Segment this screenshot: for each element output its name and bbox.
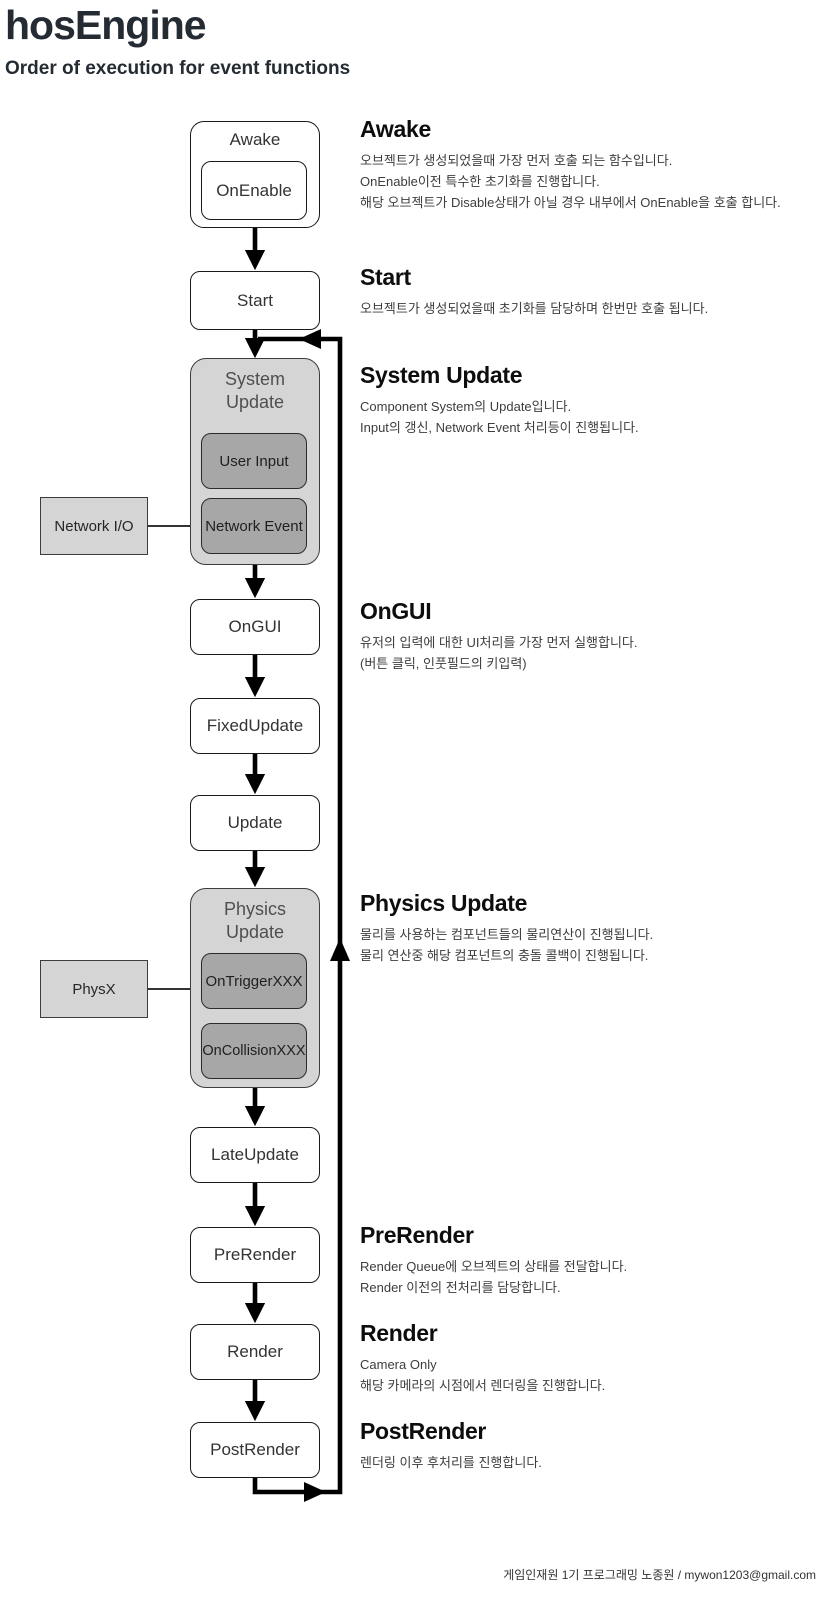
section-system-update-title: System Update [360,362,523,388]
prerender-node: PreRender [190,1227,320,1283]
section-start-body: 오브젝트가 생성되었을때 초기화를 담당하며 한번만 호출 됩니다. [360,301,709,316]
ontrigger-node: OnTriggerXXX [201,953,307,1009]
section-ongui-body: 유저의 입력에 대한 UI처리를 가장 먼저 실행합니다. (버튼 클릭, 인풋… [360,635,638,671]
fixedupdate-node: FixedUpdate [190,698,320,754]
oncollision-node: OnCollisionXXX [201,1023,307,1079]
update-label: Update [227,813,283,832]
prerender-label: PreRender [213,1245,297,1264]
lateupdate-node: LateUpdate [190,1127,320,1183]
section-physics-update-body: 물리를 사용하는 컴포넌트들의 물리연산이 진행됩니다. 물리 연산중 해당 컴… [360,927,654,963]
network-event-label: Network Event [205,517,303,535]
section-system-update-body: Component System의 Update입니다. Input의 갱신, … [360,399,639,435]
section-system-update: System Update Component System의 Update입니… [360,362,816,438]
section-postrender-title: PostRender [360,1418,487,1444]
network-io-label: Network I/O [54,517,134,535]
physics-update-group: Physics Update OnTriggerXXX OnCollisionX… [190,888,320,1088]
physx-label: PhysX [72,980,116,998]
section-prerender-title: PreRender [360,1222,474,1248]
section-start-title: Start [360,264,411,290]
section-ongui: OnGUI 유저의 입력에 대한 UI처리를 가장 먼저 실행합니다. (버튼 … [360,598,816,674]
section-awake: Awake 오브젝트가 생성되었을때 가장 먼저 호출 되는 함수입니다. On… [360,116,816,213]
oncollision-label: OnCollisionXXX [202,1043,306,1059]
section-physics-update-title: Physics Update [360,890,528,916]
fixedupdate-label: FixedUpdate [206,716,304,735]
onenable-node: OnEnable [201,161,307,220]
section-start: Start 오브젝트가 생성되었을때 초기화를 담당하며 한번만 호출 됩니다. [360,264,816,319]
section-awake-title: Awake [360,116,431,142]
page-subtitle: Order of execution for event functions [5,58,351,79]
onenable-label: OnEnable [216,180,292,200]
postrender-label: PostRender [210,1440,300,1459]
section-postrender: PostRender 렌더링 이후 후처리를 진행합니다. [360,1418,816,1473]
section-render-title: Render [360,1320,438,1346]
update-node: Update [190,795,320,851]
awake-label: Awake [229,130,281,149]
postrender-node: PostRender [190,1422,320,1478]
ontrigger-label: OnTriggerXXX [205,972,303,990]
section-awake-body: 오브젝트가 생성되었을때 가장 먼저 호출 되는 함수입니다. OnEnable… [360,153,781,210]
physics-update-label: Physics Update [223,899,286,942]
section-postrender-body: 렌더링 이후 후처리를 진행합니다. [360,1455,542,1470]
section-render: Render Camera Only 해당 카메라의 시점에서 렌더링을 진행합… [360,1320,816,1396]
network-event-node: Network Event [201,498,307,554]
physx-node: PhysX [40,960,148,1018]
section-prerender: PreRender Render Queue에 오브젝트의 상태를 전달합니다.… [360,1222,816,1298]
credit-text: 게임인재원 1기 프로그래밍 노종원 / mywon1203@gmail.com [503,1568,816,1582]
user-input-label: User Input [219,452,289,470]
network-io-node: Network I/O [40,497,148,555]
system-update-label: System Update [224,369,285,412]
section-ongui-title: OnGUI [360,598,432,624]
render-label: Render [227,1342,283,1361]
section-render-body: Camera Only 해당 카메라의 시점에서 렌더링을 진행합니다. [360,1357,606,1393]
section-physics-update: Physics Update 물리를 사용하는 컴포넌트들의 물리연산이 진행됩… [360,890,816,966]
lateupdate-label: LateUpdate [211,1145,299,1164]
start-node: Start [190,271,320,330]
system-update-group: System Update User Input Network Event [190,358,320,565]
section-prerender-body: Render Queue에 오브젝트의 상태를 전달합니다. Render 이전… [360,1259,628,1295]
page-title: hosEngine [5,2,207,48]
start-label: Start [237,290,273,310]
awake-node: Awake OnEnable [190,121,320,228]
render-node: Render [190,1324,320,1380]
ongui-label: OnGUI [228,617,282,636]
user-input-node: User Input [201,433,307,489]
ongui-node: OnGUI [190,599,320,655]
